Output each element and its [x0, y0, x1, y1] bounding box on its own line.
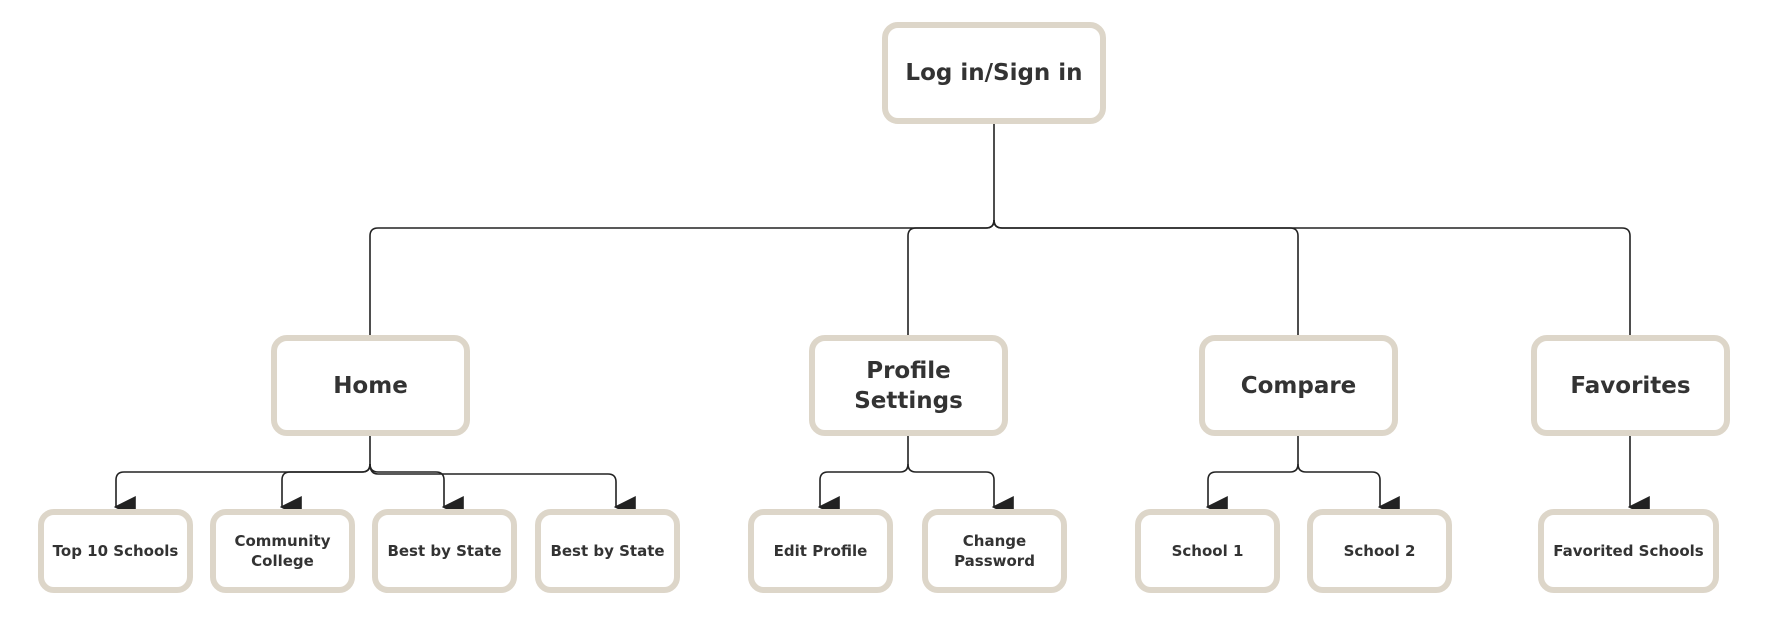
connector-home-to-top10 — [113, 463, 371, 518]
node-best-by-state-2[interactable]: Best by State — [535, 509, 680, 593]
connector-home-to-bystate1 — [369, 463, 464, 518]
node-profile-settings[interactable]: Profile Settings — [809, 335, 1008, 436]
connector-root-to-profile — [907, 219, 995, 335]
node-label: Compare — [1240, 372, 1357, 399]
node-label: Favorites — [1570, 372, 1691, 399]
node-school-2[interactable]: School 2 — [1307, 509, 1452, 593]
connector-root-to-favorites — [993, 219, 1631, 335]
connector-profile-to-edit — [817, 463, 909, 518]
node-top-10-schools[interactable]: Top 10 Schools — [38, 509, 193, 593]
node-label: Favorited Schools — [1553, 542, 1704, 560]
connector-profile-to-password — [907, 463, 1014, 518]
node-compare[interactable]: Compare — [1199, 335, 1398, 436]
connector-home-to-bystate2 — [369, 463, 636, 518]
node-label: Best by State — [550, 542, 665, 560]
node-edit-profile[interactable]: Edit Profile — [748, 509, 893, 593]
node-label: School 2 — [1343, 542, 1416, 560]
node-label: Home — [333, 372, 408, 399]
node-favorites[interactable]: Favorites — [1531, 335, 1730, 436]
node-favorited-schools[interactable]: Favorited Schools — [1538, 509, 1719, 593]
connector-home-to-community — [279, 463, 371, 518]
node-school-1[interactable]: School 1 — [1135, 509, 1280, 593]
node-label: School 1 — [1171, 542, 1244, 560]
connector-compare-to-school1 — [1205, 463, 1299, 518]
node-log-in-sign-in[interactable]: Log in/Sign in — [882, 22, 1106, 124]
node-change-password[interactable]: Change Password — [922, 509, 1067, 593]
connector-compare-to-school2 — [1297, 463, 1400, 518]
node-label: Change Password — [954, 532, 1035, 570]
node-label: Best by State — [387, 542, 502, 560]
node-label: Edit Profile — [773, 542, 868, 560]
node-label: Profile Settings — [854, 357, 963, 414]
node-best-by-state-1[interactable]: Best by State — [372, 509, 517, 593]
node-label: Community College — [234, 532, 331, 570]
connector-root-to-home — [369, 219, 995, 335]
node-label: Top 10 Schools — [52, 542, 179, 560]
node-community-college[interactable]: Community College — [210, 509, 355, 593]
node-label: Log in/Sign in — [905, 60, 1083, 86]
node-home[interactable]: Home — [271, 335, 470, 436]
connector-root-to-compare — [993, 219, 1299, 335]
